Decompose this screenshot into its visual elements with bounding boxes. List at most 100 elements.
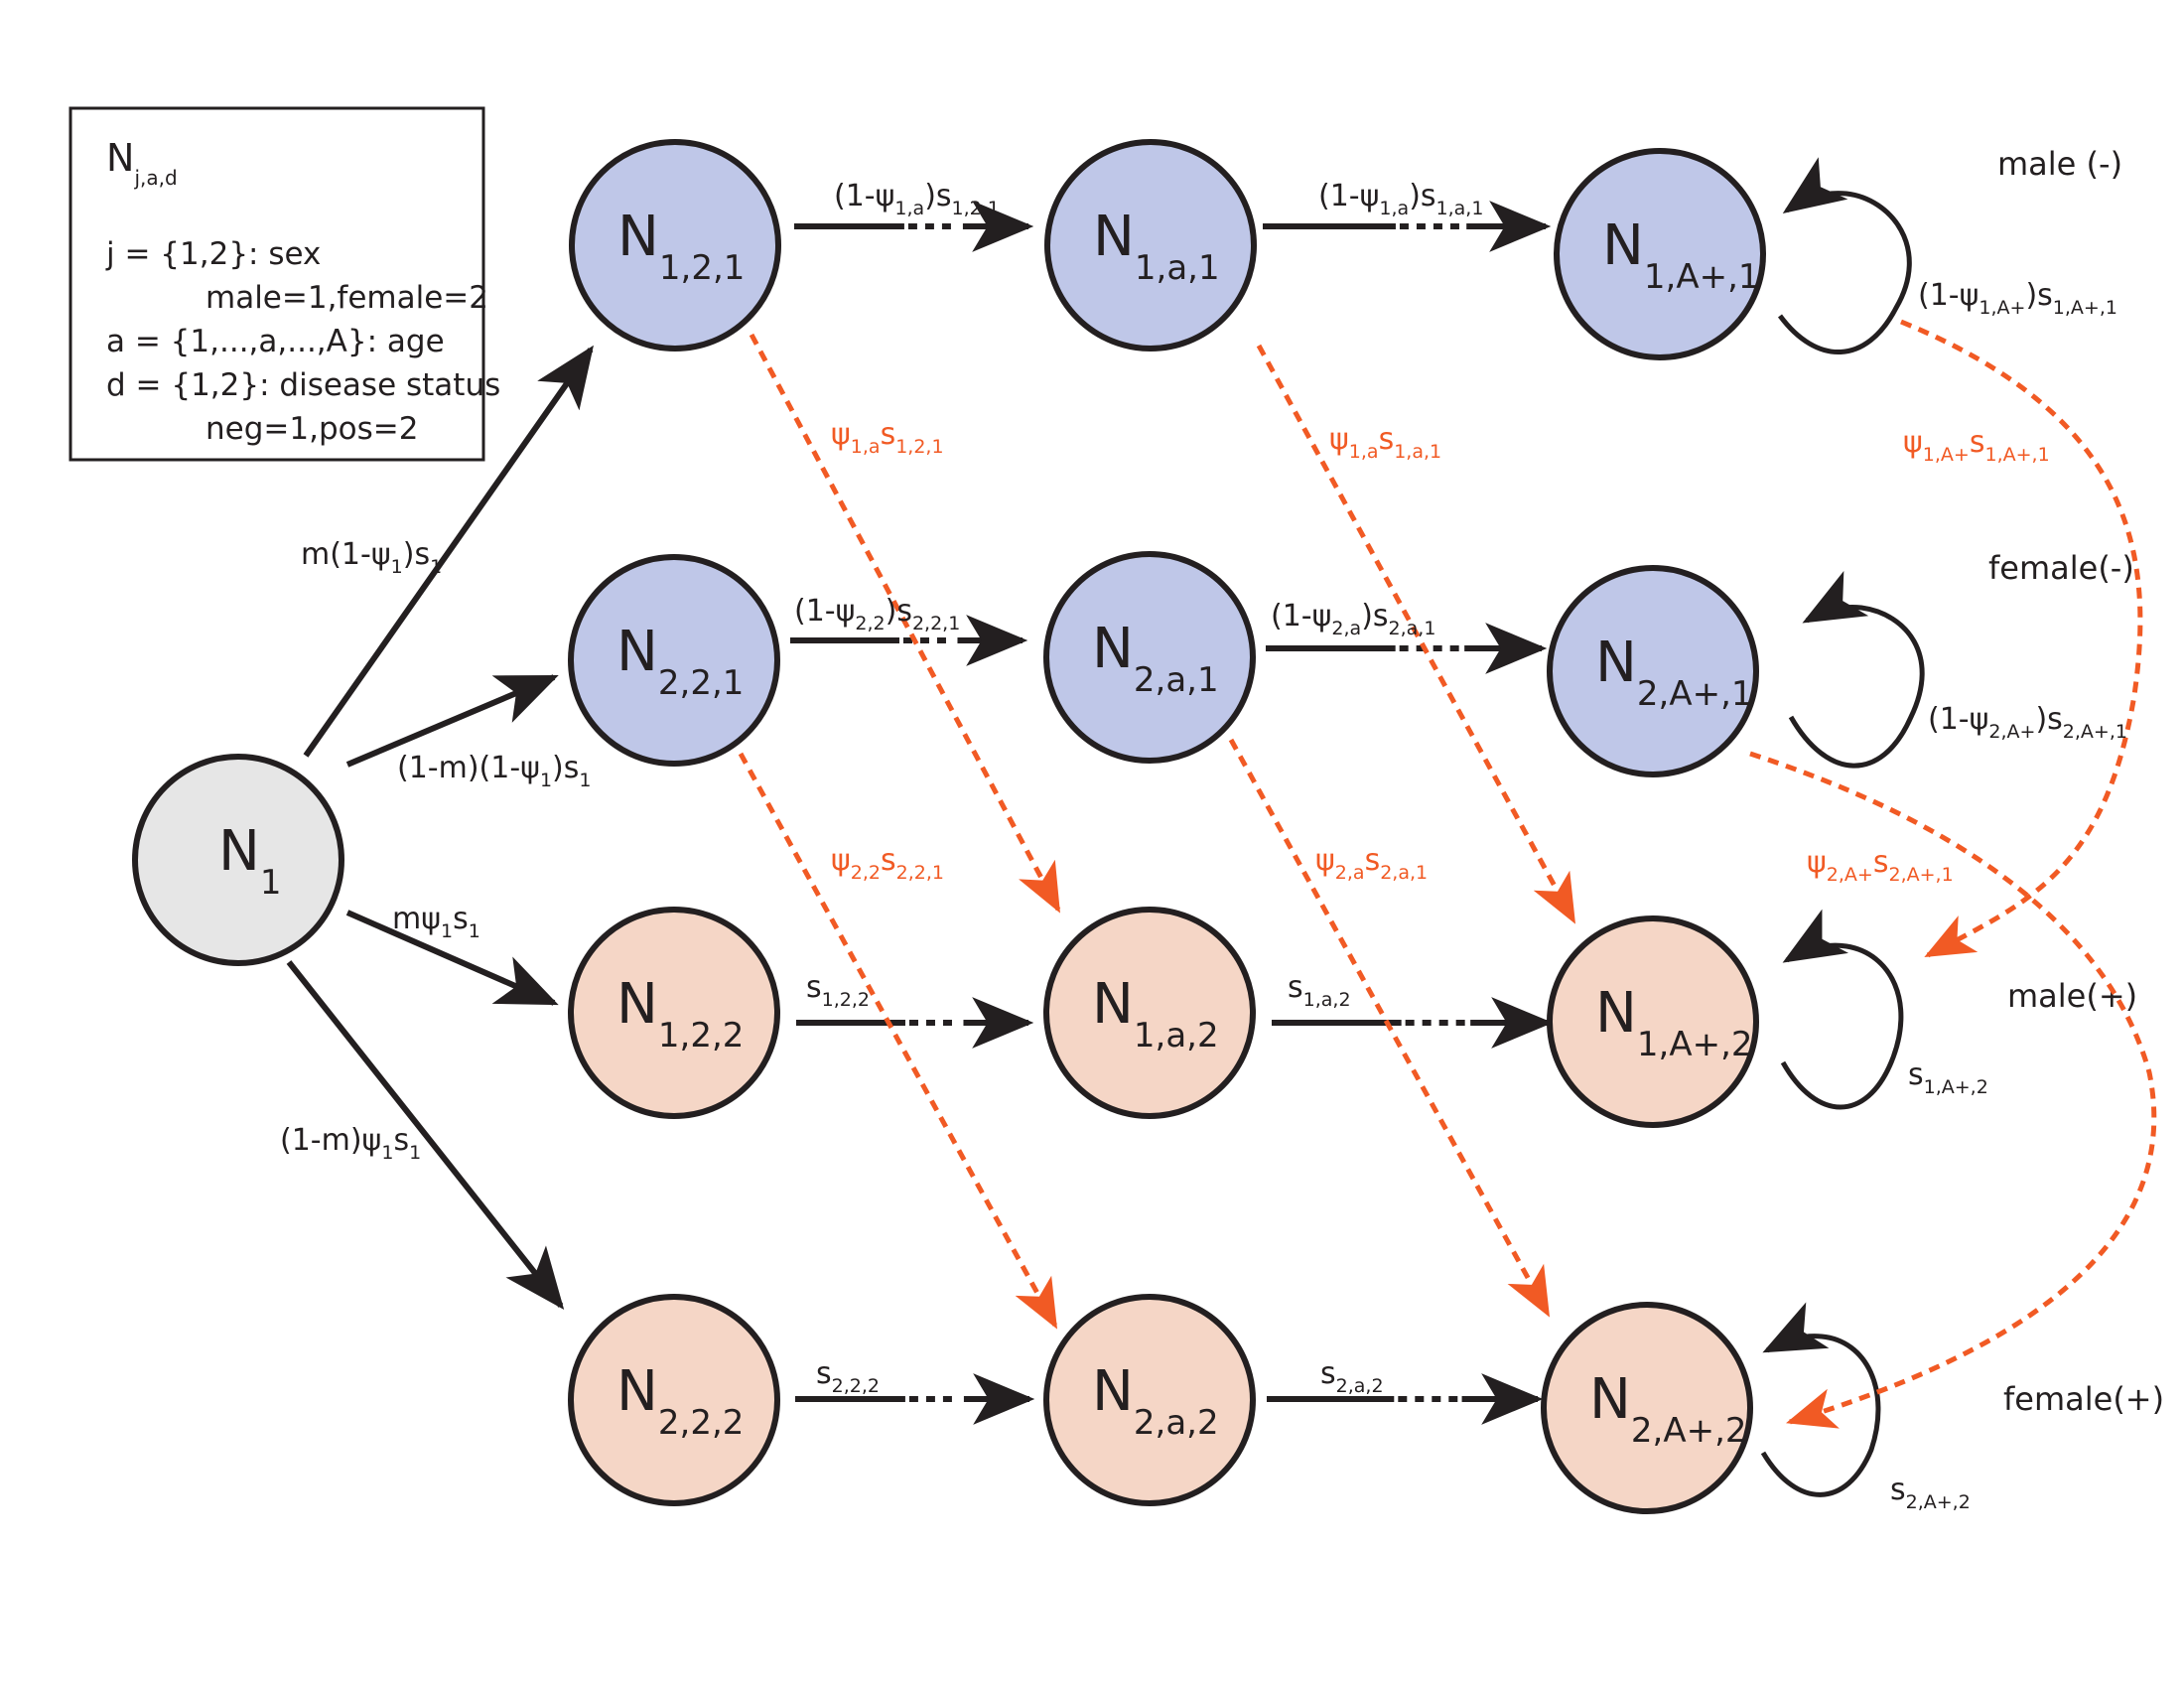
node-circle	[568, 554, 780, 767]
node-label: N1,a,2	[1092, 972, 1219, 1055]
node-label: N2,2,1	[616, 620, 744, 703]
row-label-female-positive: female(+)	[2003, 1380, 2164, 1418]
legend-line-sex: j = {1,2}: sex	[105, 236, 321, 272]
legend-line-disease-values: neg=1,pos=2	[205, 411, 418, 447]
edge-label: s1,2,2	[806, 970, 870, 1011]
node-circle	[1044, 139, 1257, 352]
infection-edge-n2a1-to-n2a2	[1749, 751, 2157, 1429]
node-n1a2[interactable]: N1,a,2	[1043, 907, 1256, 1119]
arrow	[345, 674, 559, 768]
self-loop-arrow	[1760, 1302, 1881, 1497]
edge-label: mψ1s1	[392, 902, 480, 942]
node-circle	[569, 139, 781, 352]
edge-labels-layer: m(1-ψ1)s1 (1-m)(1-ψ1)s1 mψ1s1 (1-m)ψ1s1 (1-ψ…	[280, 179, 2127, 1513]
node-label: N1,A+,1	[1602, 213, 1760, 297]
node-label: N1,a,1	[1093, 205, 1220, 288]
edge-label: s2,A+,2	[1890, 1473, 1971, 1513]
self-loop-arrow	[1780, 909, 1904, 1110]
node-n121[interactable]: N1,2,1	[569, 139, 781, 352]
node-circle	[1043, 907, 1256, 1119]
legend-box	[68, 106, 485, 462]
legend: Nj,a,d j = {1,2}: sex male=1,female=2 a …	[68, 106, 500, 462]
node-circle	[1043, 551, 1256, 764]
self-edge-n1a1-to-n1a1	[1777, 157, 1912, 354]
node-circle	[1554, 148, 1766, 360]
self-loop-arrow	[1777, 157, 1912, 354]
infection-arrow	[1749, 751, 2157, 1429]
infection-arrow	[1900, 319, 2143, 958]
edge-label: s1,a,2	[1288, 970, 1351, 1011]
edge-label: ψ2,A+s2,A+,1	[1807, 845, 1954, 886]
node-n2a2[interactable]: N2,A+,2	[1541, 1302, 1753, 1514]
node-n1a1[interactable]: N1,A+,1	[1554, 148, 1766, 360]
node-circle	[1541, 1302, 1753, 1514]
edge-label: ψ1,as1,2,1	[831, 417, 944, 458]
edge-label: m(1-ψ1)s1	[301, 537, 442, 578]
legend-line-sex-values: male=1,female=2	[205, 280, 488, 316]
infection-edge-n1a1-to-n1a2	[1256, 344, 1576, 924]
edge-label: (1-m)(1-ψ1)s1	[397, 751, 591, 791]
node-label: N2,A+,2	[1589, 1367, 1747, 1451]
node-n122[interactable]: N1,2,2	[568, 907, 780, 1119]
node-n1a1[interactable]: N1,a,1	[1044, 139, 1257, 352]
node-circle	[132, 754, 344, 966]
infection-edge-n2a1-to-n2a2	[1228, 738, 1551, 1318]
edge-label: (1-ψ2,a)s2,a,1	[1271, 599, 1435, 639]
edge-label: ψ1,as1,a,1	[1329, 422, 1441, 463]
infection-arrow	[1256, 344, 1576, 924]
node-circle	[1547, 915, 1759, 1128]
row-label-male-positive: male(+)	[2007, 977, 2137, 1015]
infection-edge-n1a1-to-n1a2	[1900, 319, 2143, 958]
infection-arrow	[749, 333, 1061, 914]
arrow	[303, 345, 594, 758]
edge-label: (1-ψ1,A+)s1,A+,1	[1918, 278, 2117, 319]
edge-label: ψ2,2s2,2,1	[831, 843, 944, 884]
node-n221[interactable]: N2,2,1	[568, 554, 780, 767]
node-n222[interactable]: N2,2,2	[568, 1294, 780, 1506]
legend-line-age: a = {1,...,a,...,A}: age	[106, 324, 445, 359]
arrow	[286, 960, 565, 1311]
edge-label: (1-ψ1,a)s1,a,1	[1318, 179, 1483, 219]
node-label: N2,a,2	[1092, 1359, 1219, 1443]
row-label-male-negative: male (-)	[1997, 145, 2122, 183]
node-n1a2[interactable]: N1,A+,2	[1547, 915, 1759, 1128]
infection-arrow	[1228, 738, 1551, 1318]
infection-arrow	[738, 752, 1058, 1330]
legend-line-disease: d = {1,2}: disease status	[106, 367, 500, 403]
node-label: N2,A+,1	[1595, 631, 1753, 714]
entry-edge-n1-to-n221	[345, 674, 559, 768]
edge-label: ψ2,as2,a,1	[1315, 843, 1428, 884]
node-label: N1,2,1	[617, 205, 745, 288]
node-circle	[1043, 1294, 1256, 1506]
node-circle	[568, 907, 780, 1119]
edges-layer	[286, 157, 2157, 1497]
entry-edge-n1-to-n122	[345, 910, 559, 1006]
self-loop-arrow	[1788, 570, 1925, 769]
self-edge-n1a2-to-n1a2	[1780, 909, 1904, 1110]
node-n2a2[interactable]: N2,a,2	[1043, 1294, 1256, 1506]
edge-label: (1-ψ2,2)s2,2,1	[794, 594, 960, 634]
self-edge-n2a2-to-n2a2	[1760, 1302, 1881, 1497]
node-label: N1,2,2	[616, 972, 744, 1055]
node-circle	[1547, 565, 1759, 777]
edge-label: (1-m)ψ1s1	[280, 1123, 421, 1164]
infection-edge-n121-to-n1a2	[749, 333, 1061, 914]
node-label: N2,a,1	[1092, 617, 1219, 700]
node-label: N2,2,2	[616, 1359, 744, 1443]
node-n1[interactable]: N1	[132, 754, 344, 966]
node-n2a1[interactable]: N2,A+,1	[1547, 565, 1759, 777]
entry-edge-n1-to-n222	[286, 960, 565, 1311]
arrow	[345, 910, 559, 1006]
entry-edge-n1-to-n121	[303, 345, 594, 758]
infection-edge-n221-to-n2a2	[738, 752, 1058, 1330]
self-edge-n2a1-to-n2a1	[1788, 570, 1925, 769]
node-n2a1[interactable]: N2,a,1	[1043, 551, 1256, 764]
edge-label: s1,A+,2	[1908, 1057, 1988, 1098]
row-label-female-negative: female(-)	[1988, 549, 2134, 587]
edge-label: s2,a,2	[1320, 1356, 1384, 1397]
node-label: N1	[218, 819, 282, 903]
legend-symbol: Nj,a,d	[106, 136, 178, 190]
edge-label: ψ1,A+s1,A+,1	[1903, 425, 2050, 466]
edge-label: (1-ψ1,a)s1,2,1	[834, 179, 1000, 219]
